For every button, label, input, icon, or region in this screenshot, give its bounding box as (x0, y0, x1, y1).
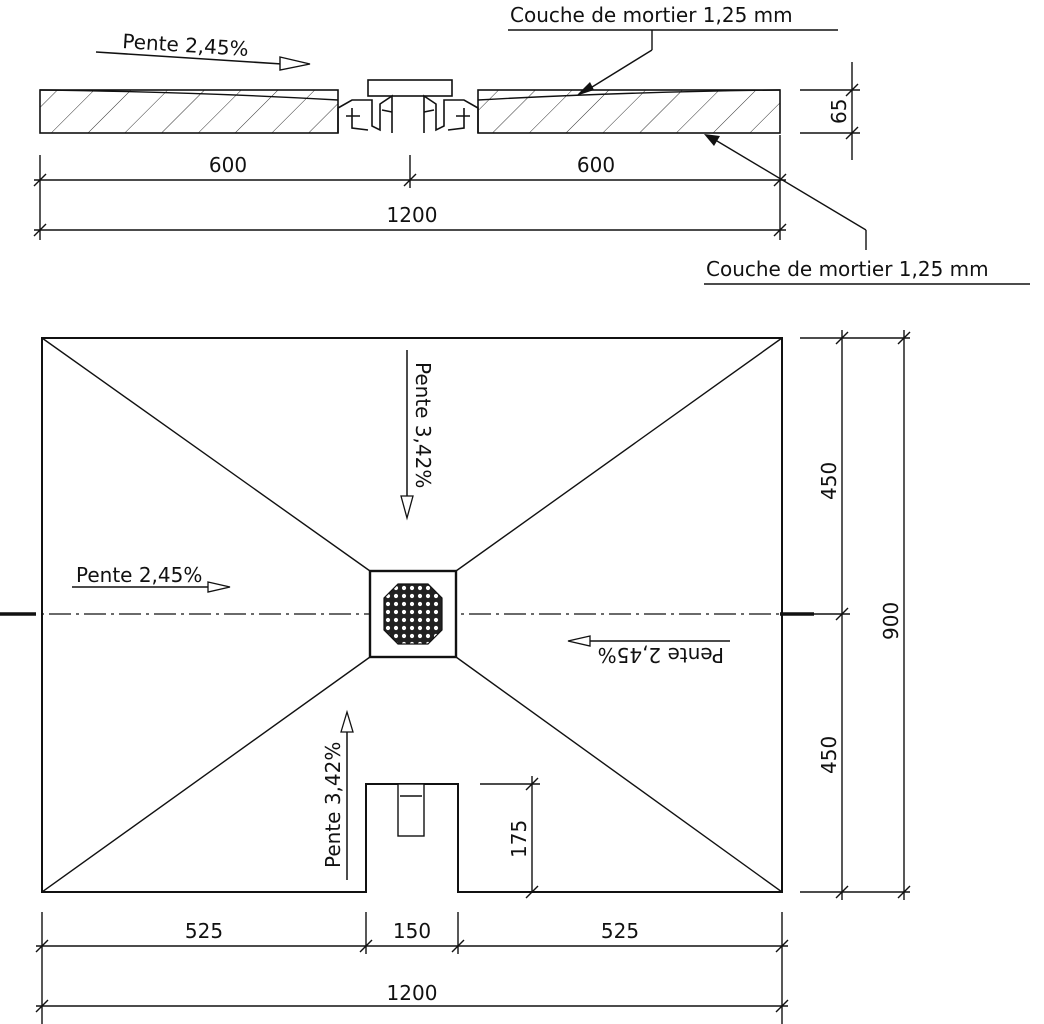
slope-label-right: Pente 2,45% (598, 643, 724, 667)
plan-dim-width: 1200 (387, 981, 438, 1005)
mortar-top-label: Couche de mortier 1,25 mm (510, 3, 793, 27)
section-slope-arrow: Pente 2,45% (95, 29, 311, 71)
plan-view: Pente 3,42% Pente 2,45% Pente 2,45% Pent… (0, 330, 911, 1024)
plan-dim-upper: 450 (817, 462, 841, 500)
slab-right (477, 89, 781, 134)
plan-dim-notch-width: 150 (393, 919, 431, 943)
mortar-bottom-callout: Couche de mortier 1,25 mm (704, 134, 1030, 285)
drain-section (337, 79, 479, 133)
slope-label-bottom: Pente 3,42% (321, 742, 345, 868)
plan-width-dimensions (35, 912, 789, 1024)
plan-dim-height: 900 (879, 602, 903, 640)
slope-arrow-left: Pente 2,45% (72, 563, 231, 593)
plan-dim-right-part: 525 (601, 919, 639, 943)
section-dim-thickness: 65 (827, 99, 851, 124)
plan-dim-lower: 450 (817, 736, 841, 774)
section-width-dimensions (33, 135, 787, 240)
slope-arrow-right: Pente 2,45% (567, 635, 730, 667)
section-view: Pente 2,45% Couche de mortier 1,25 mm Co… (33, 3, 1030, 285)
drain-outlet-icon (397, 783, 425, 837)
slope-ridges (41, 337, 783, 893)
plan-dim-left-part: 525 (185, 919, 223, 943)
slope-label-top: Pente 3,42% (411, 362, 435, 488)
section-dim-total: 1200 (387, 203, 438, 227)
slope-label-left: Pente 2,45% (76, 563, 202, 587)
section-dim-right: 600 (577, 153, 615, 177)
mortar-layer (39, 89, 781, 101)
mortar-top-callout: Couche de mortier 1,25 mm (508, 3, 838, 96)
slope-arrow-bottom: Pente 3,42% (321, 709, 354, 880)
drain-grate-icon (383, 583, 443, 645)
mortar-bottom-label: Couche de mortier 1,25 mm (706, 257, 989, 281)
slope-arrow-top: Pente 3,42% (400, 350, 435, 521)
plan-dim-notch-depth: 175 (507, 820, 531, 858)
section-dim-left: 600 (209, 153, 247, 177)
notch-depth-dimension (480, 776, 540, 899)
section-thickness-dimension (800, 62, 860, 160)
section-slope-label: Pente 2,45% (122, 29, 250, 61)
plan-height-dimensions (800, 330, 911, 900)
slab-left (39, 89, 339, 134)
tray-outline (41, 337, 783, 893)
